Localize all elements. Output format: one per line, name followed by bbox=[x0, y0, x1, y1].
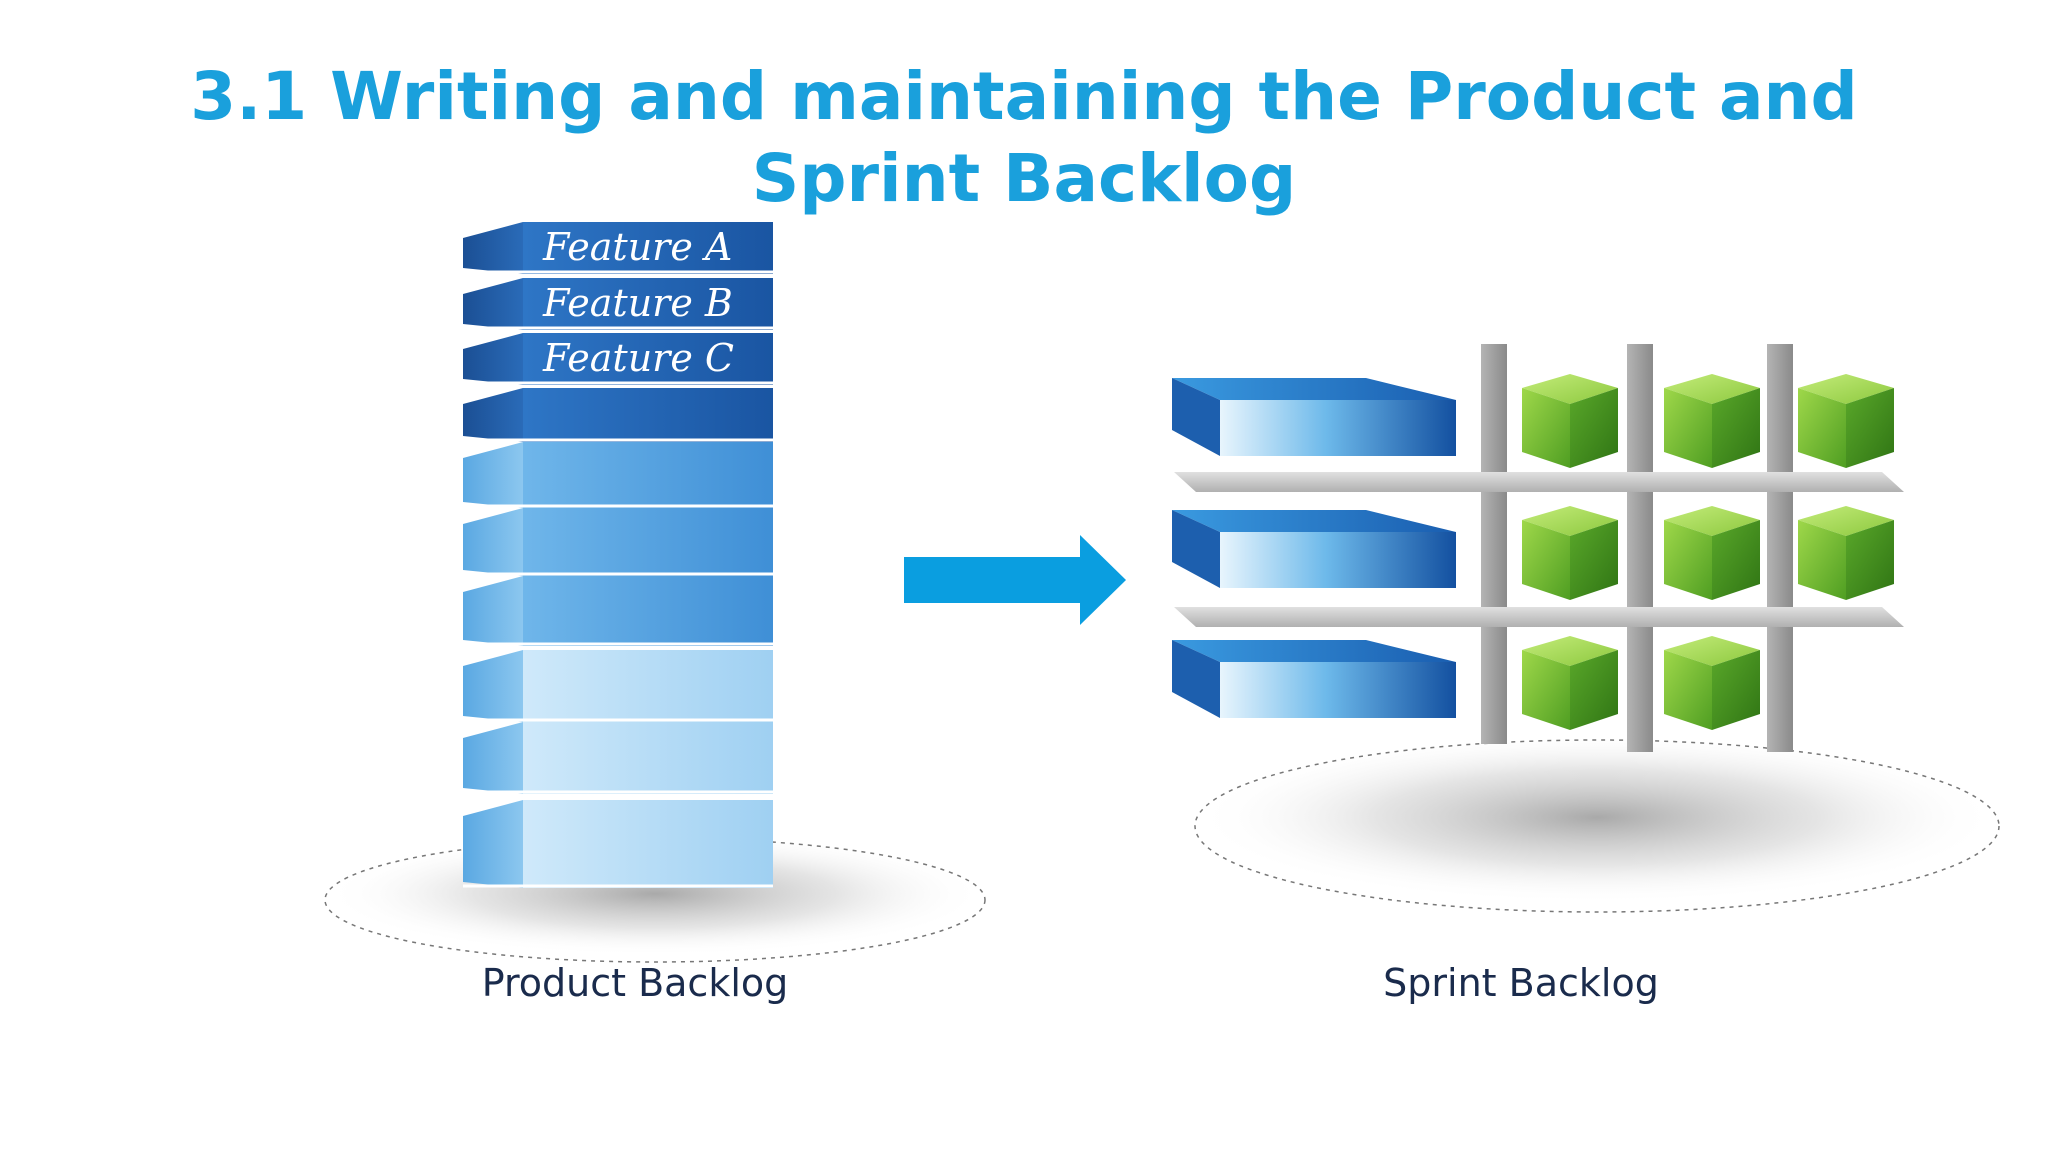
sprint-backlog-board bbox=[1174, 344, 1904, 752]
board-post bbox=[1481, 344, 1507, 744]
backlog-block bbox=[463, 650, 773, 722]
story-slab bbox=[1172, 378, 1456, 456]
backlog-block bbox=[463, 508, 773, 576]
task-cube bbox=[1522, 506, 1618, 600]
task-cube bbox=[1664, 506, 1760, 600]
task-cube bbox=[1798, 374, 1894, 468]
product-backlog-caption: Product Backlog bbox=[481, 961, 789, 1005]
board-shelf bbox=[1174, 607, 1904, 627]
story-slab bbox=[1172, 510, 1456, 588]
backlog-block bbox=[463, 576, 773, 646]
backlog-block bbox=[463, 388, 773, 442]
backlog-block bbox=[463, 800, 773, 888]
feature-label: Feature C bbox=[542, 336, 734, 380]
sprint-backlog-caption: Sprint Backlog bbox=[1383, 961, 1659, 1005]
slide-title: 3.1 Writing and maintaining the Product … bbox=[190, 58, 1858, 217]
product-backlog-stack: Feature C Feature B Feature A bbox=[463, 222, 773, 888]
sprint-backlog-shadow bbox=[1194, 739, 2000, 913]
task-cube bbox=[1664, 636, 1760, 730]
story-slab bbox=[1172, 640, 1456, 718]
task-cube bbox=[1664, 374, 1760, 468]
sprint-backlog-rows bbox=[1172, 374, 1894, 730]
backlog-block bbox=[463, 222, 773, 274]
backlog-block bbox=[463, 442, 773, 508]
board-post bbox=[1627, 344, 1653, 752]
backlog-block bbox=[463, 278, 773, 330]
board-shelf bbox=[1174, 472, 1904, 492]
feature-label: Feature B bbox=[542, 281, 733, 325]
arrow-icon bbox=[904, 535, 1126, 625]
task-cube bbox=[1522, 374, 1618, 468]
task-cube bbox=[1522, 636, 1618, 730]
backlog-block bbox=[463, 333, 773, 385]
board-post bbox=[1767, 344, 1793, 752]
task-cube bbox=[1798, 506, 1894, 600]
feature-label: Feature A bbox=[542, 225, 732, 269]
backlog-block bbox=[463, 722, 773, 794]
